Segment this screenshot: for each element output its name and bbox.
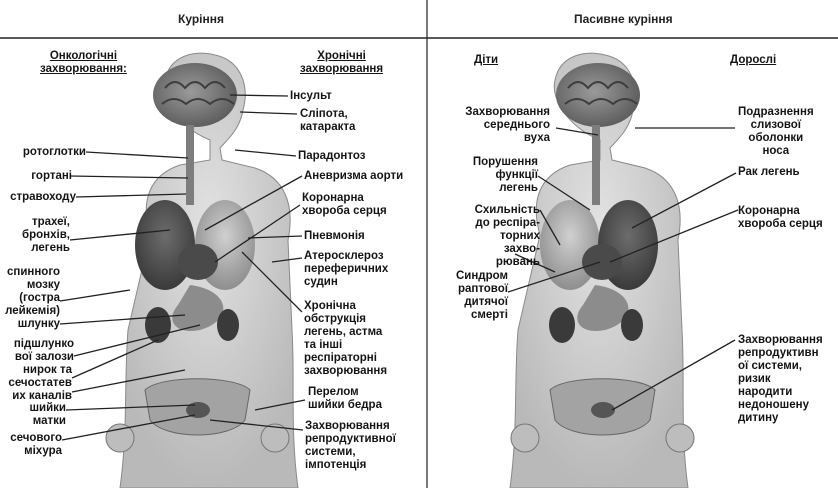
body-figure-smoker — [106, 53, 298, 488]
adults-item-reproductive: Захворювання репродуктивн ої системи, ри… — [738, 334, 823, 425]
kidney-right-icon — [217, 309, 239, 341]
chronic-item-copd: Хронічна обструкція легень, астма та інш… — [304, 300, 387, 378]
chronic-item-reproductive: Захворювання репродуктивної системи, імп… — [305, 420, 396, 472]
chronic-item-aortic-aneurysm: Аневризма аорти — [304, 170, 403, 183]
cancer-item-larynx: гортані — [31, 170, 72, 183]
adults-heading: Дорослі — [730, 54, 776, 67]
kidney-right-icon — [621, 309, 643, 341]
trachea-icon — [592, 125, 600, 205]
cancer-item-pancreas: підшлунко вої залози — [14, 338, 74, 364]
cancer-item-bladder: сечового міхура — [10, 432, 62, 458]
adults-item-lung-cancer: Рак легень — [738, 166, 800, 179]
brain-icon — [556, 63, 640, 127]
cancer-item-cervix: шийки матки — [29, 402, 66, 428]
chronic-item-atherosclerosis: Атеросклероз переферичних судин — [304, 250, 388, 289]
header-title-passive-smoking: Пасивне куріння — [574, 12, 673, 26]
chronic-item-periodontitis: Парадонтоз — [298, 150, 365, 163]
heart-icon — [582, 244, 622, 280]
children-item-respiratory: Схильність до респіра- торних захво- рюв… — [475, 204, 540, 269]
children-item-middle-ear: Захворювання середнього вуха — [465, 106, 550, 145]
brain-icon — [153, 63, 237, 127]
heart-icon — [178, 244, 218, 280]
chronic-diseases-heading: Хронічні захворювання — [300, 50, 383, 76]
cancer-item-oropharynx: ротоглотки — [23, 146, 86, 159]
children-heading: Діти — [474, 54, 498, 67]
children-item-lung-function: Порушення функції легень — [473, 156, 538, 195]
cancer-diseases-heading: Онкологічні захворювання: — [40, 50, 127, 76]
cancer-item-leukemia: спинного мозку (гостра лейкемія) — [5, 266, 60, 318]
children-item-sids: Синдром раптової дитячої смерті — [456, 270, 508, 322]
adults-item-nasal-irritation: Подразнення слизової оболонки носа — [738, 106, 814, 158]
header-title-smoking: Куріння — [178, 12, 224, 26]
chronic-item-pneumonia: Пневмонія — [304, 230, 365, 243]
cancer-item-esophagus: стравоходу — [10, 191, 76, 204]
chronic-item-blindness: Сліпота, катаракта — [300, 108, 355, 134]
adults-item-coronary-disease: Коронарна хвороба серця — [738, 205, 823, 231]
chronic-item-stroke: Інсульт — [290, 90, 332, 103]
cancer-item-kidney-urinary: нирок та сечостатев их каналів — [8, 364, 72, 403]
trachea-icon — [186, 125, 194, 205]
cancer-item-stomach: шлунку — [18, 318, 60, 331]
kidney-left-icon — [549, 307, 575, 343]
cancer-item-lungs: трахеї, бронхів, легень — [22, 216, 70, 255]
chronic-item-hip-fracture: Перелом шийки бедра — [308, 386, 382, 412]
chronic-item-coronary-disease: Коронарна хвороба серця — [302, 192, 387, 218]
lung-left-icon — [135, 200, 195, 290]
